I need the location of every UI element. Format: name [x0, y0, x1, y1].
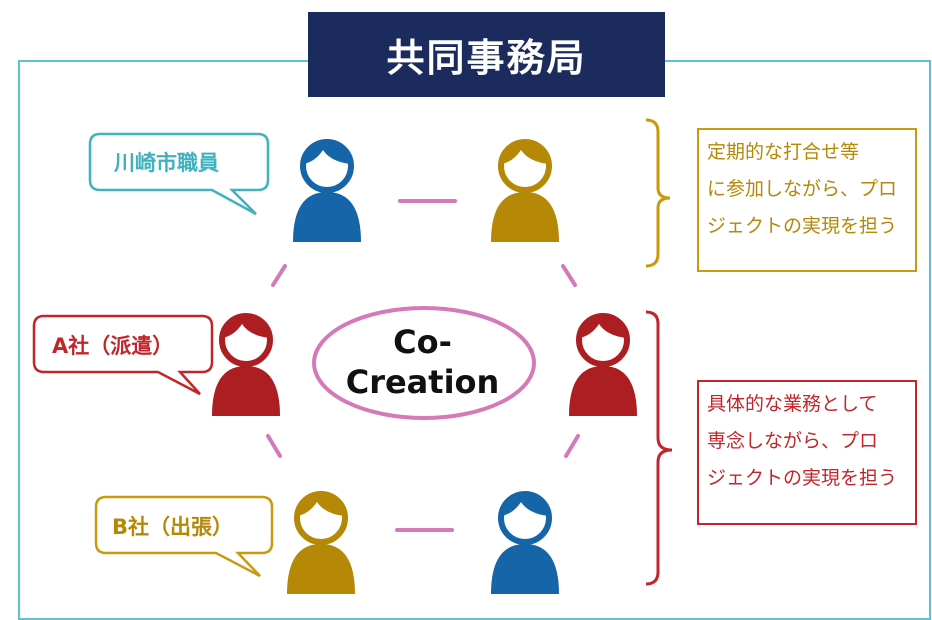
co-creation-ellipse [312, 306, 536, 420]
person-top-right-hair [501, 140, 549, 164]
person-bottom-left-hair [297, 492, 345, 516]
person-bottom-right-body [491, 544, 559, 594]
speech-bubble-company-b [94, 495, 274, 578]
connector-lower-left [266, 434, 282, 458]
person-bottom-right-hair [501, 492, 549, 516]
person-top-left-body [293, 192, 361, 242]
person-top-right-icon [491, 139, 559, 242]
co-creation-line1: Co- [393, 323, 452, 361]
note-bottom-line1: 具体的な業務として [707, 393, 878, 415]
connection-lines [266, 199, 580, 532]
note-top-line3: ジェクトの実現を担う [707, 215, 898, 237]
bracket-top [645, 118, 671, 268]
person-bottom-left-body [287, 544, 355, 594]
speech-bubble-company-a [32, 314, 214, 396]
co-creation-label: Co- Creation [330, 322, 515, 402]
speech-bubble-kawasaki [88, 132, 270, 216]
person-bottom-right-icon [491, 491, 559, 594]
note-dedicated-work: 具体的な業務として 専念しながら、プロ ジェクトの実現を担う [697, 380, 917, 525]
title-banner: 共同事務局 [308, 12, 665, 97]
bubble-label-kawasaki: 川崎市職員 [114, 151, 219, 175]
person-middle-left-body [212, 366, 280, 416]
note-top-line2: に参加しながら、プロ [707, 178, 898, 200]
connector-lower-right [564, 434, 580, 458]
connector-upper-right [561, 264, 577, 287]
connector-upper-left [271, 264, 287, 287]
note-bottom-line3: ジェクトの実現を担う [707, 467, 898, 489]
person-top-left-hair [303, 140, 351, 164]
person-middle-left-hair [222, 314, 270, 338]
bracket-bottom [645, 310, 673, 586]
bubble-label-company-a: A社（派遣） [52, 334, 174, 358]
person-top-left-icon [293, 139, 361, 242]
page-title: 共同事務局 [386, 36, 587, 80]
person-middle-right-hair [579, 314, 627, 338]
person-middle-right-body [569, 366, 637, 416]
note-top-line1: 定期的な打合せ等 [707, 141, 860, 163]
person-middle-left-icon [212, 313, 280, 416]
note-bottom-line2: 専念しながら、プロ [707, 430, 879, 452]
co-creation-line2: Creation [345, 363, 500, 401]
person-middle-right-icon [569, 313, 637, 416]
person-top-right-body [491, 192, 559, 242]
person-bottom-left-icon [287, 491, 355, 594]
bubble-label-company-b: B社（出張） [112, 515, 234, 539]
note-regular-participation: 定期的な打合せ等 に参加しながら、プロ ジェクトの実現を担う [697, 128, 917, 272]
